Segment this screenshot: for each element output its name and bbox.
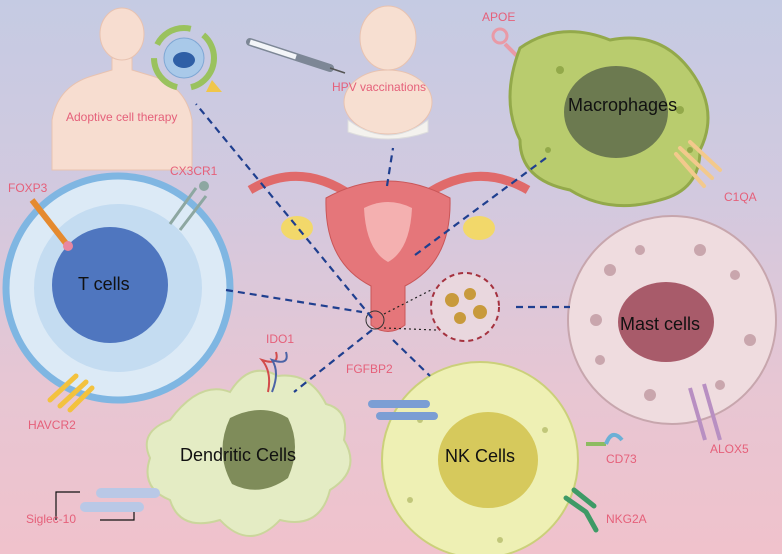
cd73-label: CD73 [606, 452, 637, 466]
human-torso-icon [51, 7, 193, 171]
siglec-10-label: Siglec-10 [26, 512, 77, 526]
nkg2a-label: NKG2A [606, 512, 647, 526]
siglec-receptor-icon [55, 488, 160, 521]
ido1-receptor-icon [258, 351, 288, 393]
adoptive-cell-therapy-label: Adoptive cell therapy [66, 110, 178, 124]
havcr2-receptor-icon [47, 373, 95, 413]
connector-lines [195, 103, 570, 393]
cx3cr1-receptor-icon [168, 181, 209, 231]
t-cells-label: T cells [78, 274, 130, 294]
foxp3-label: FOXP3 [8, 181, 48, 195]
nk-cell [381, 361, 579, 554]
tissue-zoom [383, 272, 500, 342]
mast-cell [567, 215, 777, 425]
cx3cr1-label: CX3CR1 [170, 164, 218, 178]
macrophages-label: Macrophages [568, 95, 678, 115]
mast-cells-label: Mast cells [620, 314, 701, 334]
hpv-vaccinations-label: HPV vaccinations [332, 80, 427, 94]
baby-icon [343, 5, 433, 140]
c1qa-receptor-icon [674, 140, 722, 188]
alox5-receptor-icon [688, 383, 722, 441]
apoe-label: APOE [482, 10, 516, 24]
nk-cells-label: NK Cells [445, 446, 516, 466]
dendritic-cell [145, 369, 352, 537]
nkg2a-receptor-icon [563, 487, 599, 533]
cd73-receptor-icon [586, 432, 624, 446]
syringe-icon [246, 38, 346, 74]
dendritic-cells-label: Dendritic Cells [180, 445, 297, 465]
t-cell [2, 172, 234, 404]
foxp3-receptor-icon [29, 198, 73, 251]
havcr2-label: HAVCR2 [28, 418, 76, 432]
ido1-label: IDO1 [266, 332, 295, 346]
uterus-icon [247, 171, 531, 332]
alox5-label: ALOX5 [710, 442, 749, 456]
fgfbp2-receptor-icon [368, 400, 438, 420]
c1qa-label: C1QA [724, 190, 757, 204]
macrophage-cell [508, 30, 710, 208]
fgfbp2-label: FGFBP2 [346, 362, 393, 376]
cell-cycle-icon [151, 25, 222, 92]
